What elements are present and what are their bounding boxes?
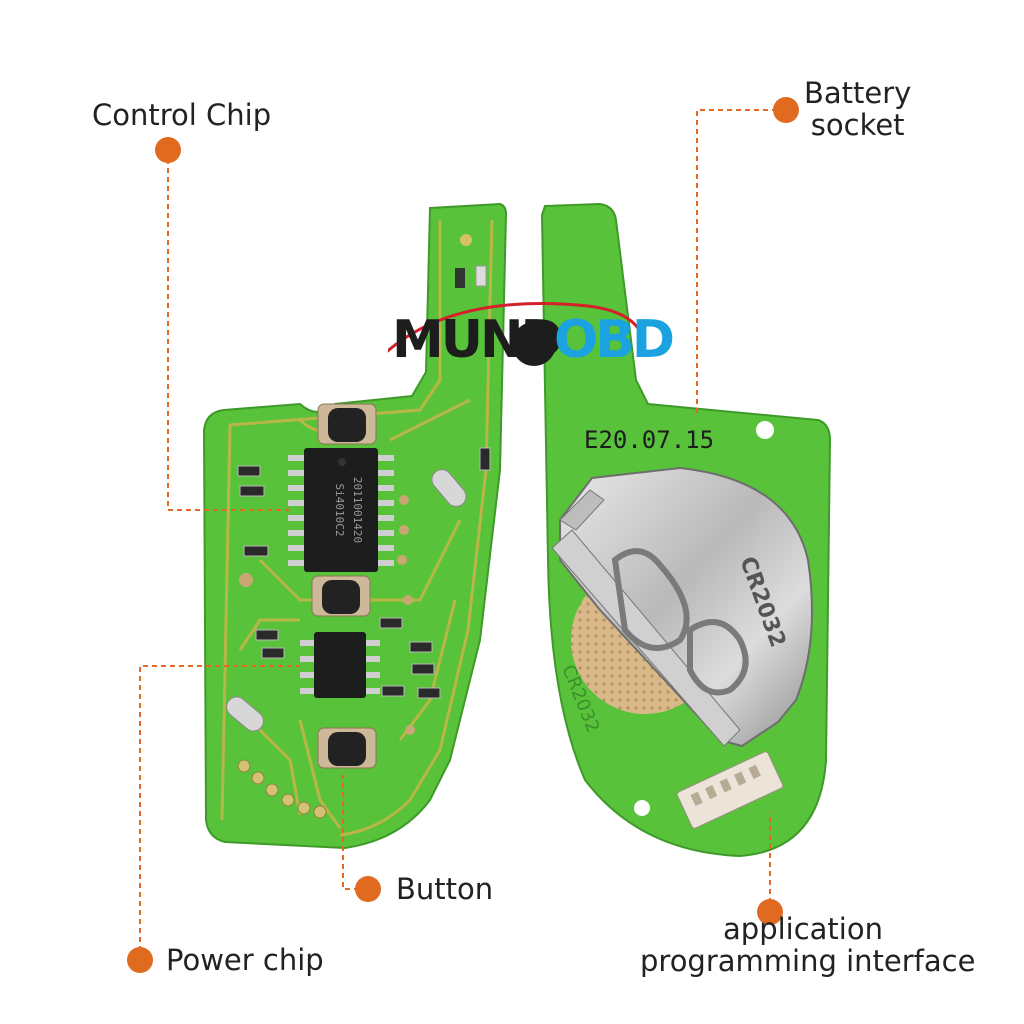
api-dot <box>757 899 783 925</box>
button-top <box>317 403 377 445</box>
label-button: Button <box>396 872 494 906</box>
label-power-chip: Power chip <box>166 943 324 977</box>
label-api-line2: programming interface <box>640 944 976 978</box>
leader-lines <box>139 109 786 960</box>
brand-logo: MUND OBD <box>388 302 675 384</box>
label-control-chip: Control Chip <box>92 98 272 132</box>
control-chip-marking-2: 2011001420 <box>351 477 364 543</box>
power-chip-dot <box>127 947 153 973</box>
battery-holder: CR2032 <box>551 466 813 748</box>
date-code: E20.07.15 <box>584 426 714 454</box>
label-battery-socket-line2: socket <box>810 108 905 142</box>
label-battery-socket: Battery socket <box>804 77 911 141</box>
left-pcb: Si4010C2 2011001420 <box>202 202 508 850</box>
button-middle <box>311 575 371 617</box>
brand-logo-right: OBD <box>554 310 675 370</box>
control-chip: Si4010C2 2011001420 <box>288 448 394 572</box>
brand-logo-left: MUND <box>392 310 564 370</box>
label-api: application programming interface <box>640 912 976 978</box>
power-chip <box>300 632 380 698</box>
right-pcb: CR2032 E20.07.15 CR2032 <box>540 202 832 858</box>
button-dot <box>355 876 381 902</box>
leader-dots <box>127 97 799 973</box>
label-api-line1: application <box>723 912 883 946</box>
button-bottom <box>317 727 377 769</box>
control-chip-dot <box>155 137 181 163</box>
label-battery-socket-line1: Battery <box>804 76 912 110</box>
battery-socket-dot <box>773 97 799 123</box>
programming-connector <box>676 751 784 829</box>
control-chip-marking-1: Si4010C2 <box>333 484 346 537</box>
